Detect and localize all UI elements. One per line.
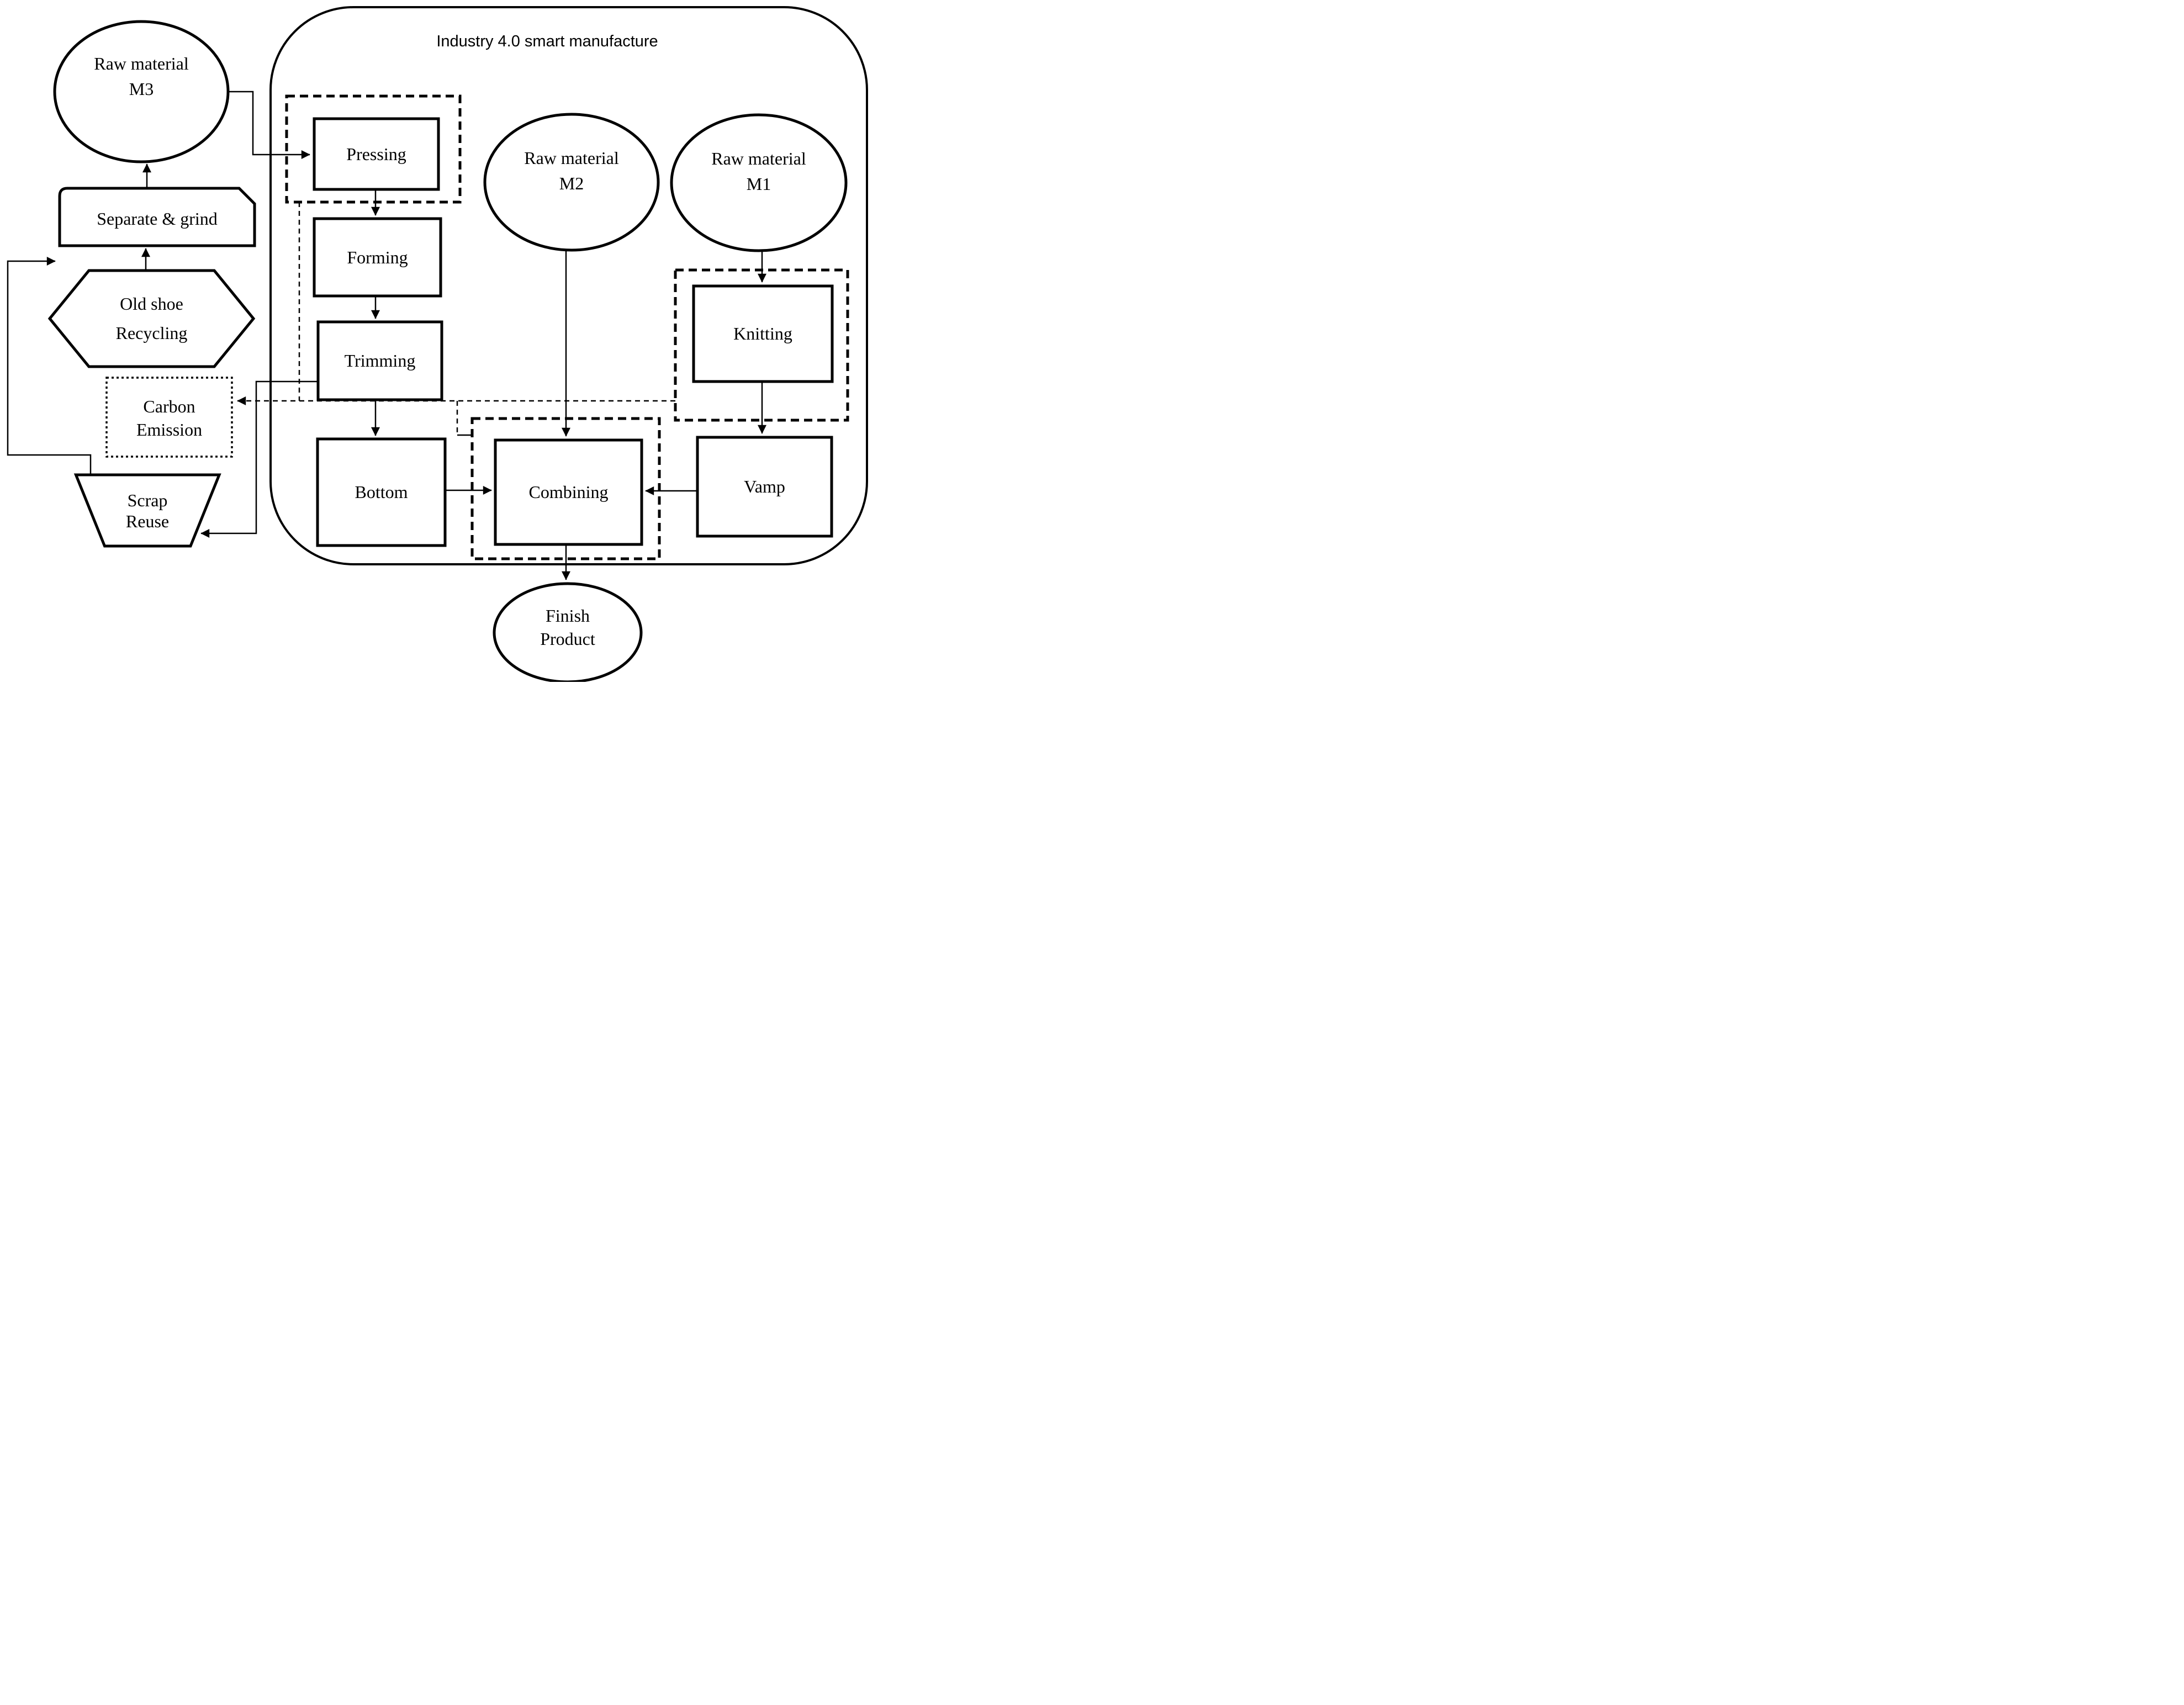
combining-box [494, 438, 643, 546]
pressing-box [313, 117, 440, 191]
diagram-shapes-layer [7, 6, 868, 682]
forming-box [313, 217, 442, 298]
raw-material-m2-ellipse [483, 113, 660, 252]
scrap-reuse-trapezoid [73, 473, 221, 548]
finish-product-ellipse [493, 582, 643, 682]
arrow-scrap-reuse-to-separate-grind [7, 257, 92, 474]
trimming-box [316, 320, 443, 401]
bottom-box [316, 437, 447, 547]
knitting-box [692, 284, 834, 383]
old-shoe-recycling-hexagon [47, 269, 256, 368]
raw-material-m1-ellipse [670, 113, 848, 252]
pressing-dashed-group-box [285, 94, 462, 204]
carbon-emission-dotted-box [105, 377, 233, 458]
arrow-trimming-to-scrap-reuse [200, 380, 318, 538]
flowchart-canvas: Industry 4.0 smart manufacture Raw mater… [0, 0, 874, 682]
vamp-box [696, 436, 833, 538]
industry-container-outline [269, 6, 868, 565]
raw-material-m3-ellipse [53, 20, 230, 163]
arrow-m3-to-pressing [228, 91, 310, 159]
separate-grind-card [58, 187, 256, 247]
